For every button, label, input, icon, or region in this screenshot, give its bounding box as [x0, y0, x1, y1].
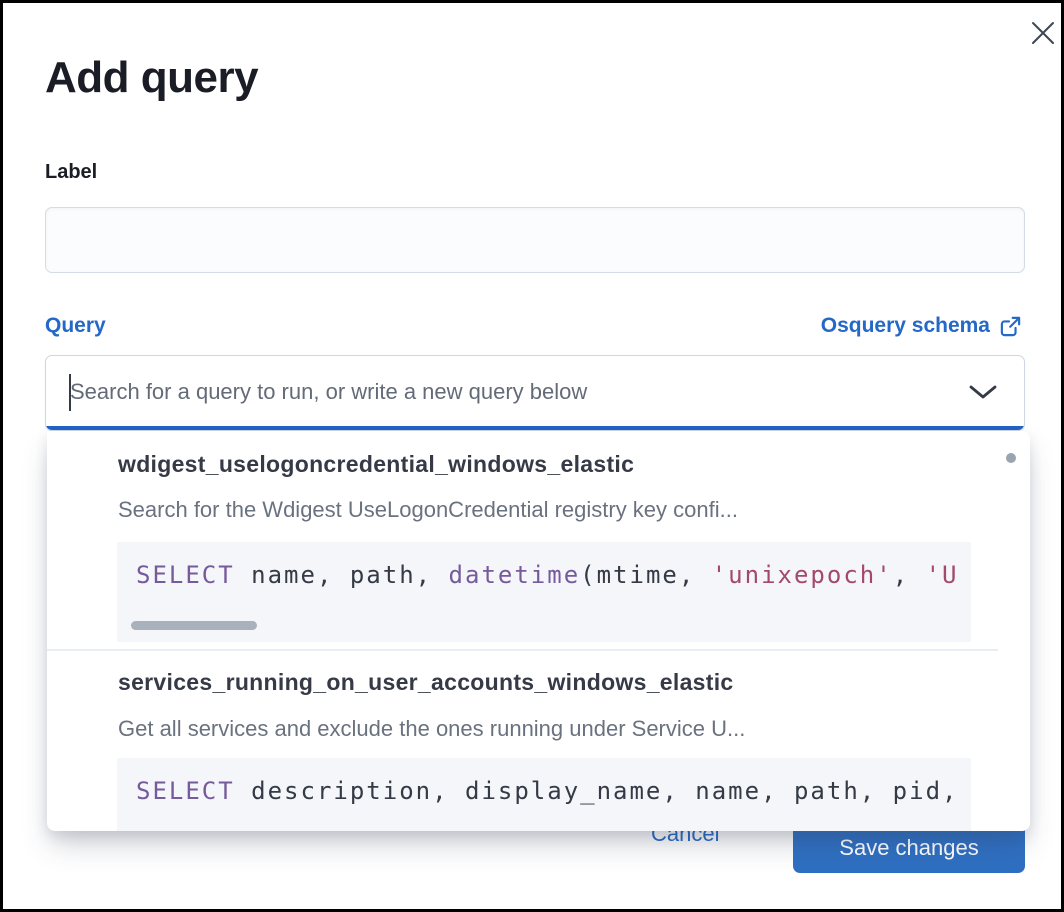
query-search-combobox[interactable]	[45, 355, 1025, 431]
suggestion-title: wdigest_uselogoncredential_windows_elast…	[118, 451, 635, 477]
code-hscrollbar-thumb[interactable]	[131, 621, 257, 630]
modal-title: Add query	[45, 53, 259, 102]
label-input[interactable]	[45, 207, 1025, 273]
query-search-input[interactable]	[70, 356, 940, 428]
external-link-icon	[1000, 316, 1021, 336]
option-divider	[47, 649, 998, 651]
sql-code: SELECT description, display_name, name, …	[136, 777, 959, 805]
combobox-focus-bar	[46, 426, 1024, 430]
suggestion-description: Search for the Wdigest UseLogonCredentia…	[118, 497, 738, 522]
suggestion-title: services_running_on_user_accounts_window…	[118, 669, 734, 695]
text-caret	[69, 374, 71, 411]
close-icon	[1032, 22, 1054, 44]
suggestion-description: Get all services and exclude the ones ru…	[118, 716, 746, 741]
suggestion-sql-preview: SELECT description, display_name, name, …	[117, 758, 971, 831]
suggestion-sql-preview: SELECT name, path, datetime(mtime, 'unix…	[117, 542, 971, 642]
chevron-down-icon	[969, 385, 997, 399]
dropdown-scrollbar-thumb[interactable]	[1006, 453, 1016, 463]
label-field-label: Label	[45, 161, 98, 183]
combobox-toggle[interactable]	[966, 380, 1000, 404]
osquery-schema-link[interactable]: Osquery schema	[821, 314, 1022, 338]
osquery-schema-link-label: Osquery schema	[820, 314, 990, 337]
sql-code: SELECT name, path, datetime(mtime, 'unix…	[136, 561, 959, 589]
save-changes-button[interactable]: Save changes	[793, 823, 1025, 873]
close-button[interactable]	[1025, 15, 1061, 51]
query-suggestions-dropdown: wdigest_uselogoncredential_windows_elast…	[47, 431, 1030, 831]
query-field-label: Query	[45, 314, 106, 337]
